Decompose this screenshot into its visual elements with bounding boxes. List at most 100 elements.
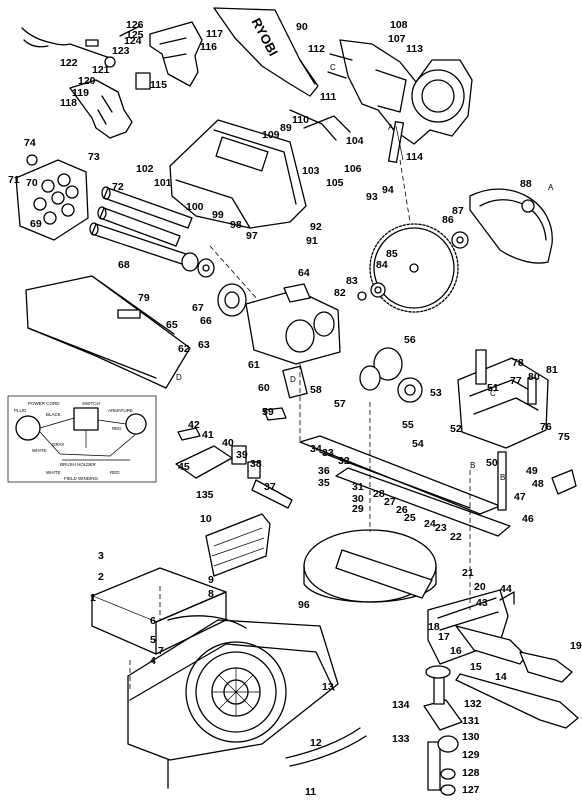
- callout-93: 93: [366, 191, 378, 203]
- callout-109: 109: [262, 129, 280, 141]
- callout-32: 32: [338, 455, 350, 467]
- callout-83: 83: [346, 275, 358, 287]
- callout-33: 33: [322, 447, 334, 459]
- callout-40: 40: [222, 437, 234, 449]
- turntable: [303, 529, 437, 603]
- callout-25: 25: [404, 512, 416, 524]
- callout-31: 31: [352, 481, 364, 493]
- miter-scale: [205, 513, 271, 577]
- callout-56: 56: [404, 334, 416, 346]
- section-letter: D: [176, 373, 182, 382]
- lower-blade-guard: [469, 188, 553, 264]
- callout-91: 91: [306, 235, 318, 247]
- callout-29: 29: [352, 503, 364, 515]
- callout-61: 61: [248, 359, 260, 371]
- lock-knob-assembly: [423, 665, 463, 796]
- callout-57: 57: [334, 398, 346, 410]
- callout-105: 105: [326, 177, 344, 189]
- callout-71: 71: [8, 174, 20, 186]
- callout-121: 121: [92, 64, 110, 76]
- callout-39: 39: [236, 449, 248, 461]
- callout-4: 4: [150, 655, 156, 667]
- saw-blade: [369, 223, 459, 313]
- callout-79: 79: [138, 292, 150, 304]
- miter-handle: [455, 625, 579, 729]
- callout-3: 3: [98, 550, 104, 562]
- callout-73: 73: [88, 151, 100, 163]
- callout-60: 60: [258, 382, 270, 394]
- slide-rods: [89, 186, 215, 278]
- callout-38: 38: [250, 458, 262, 470]
- callout-44: 44: [500, 583, 512, 595]
- callout-70: 70: [26, 177, 38, 189]
- callout-67: 67: [192, 302, 204, 314]
- callout-110: 110: [292, 114, 309, 126]
- callout-84: 84: [376, 259, 388, 271]
- handle-assembly: [21, 21, 203, 139]
- callout-115: 115: [150, 79, 167, 91]
- slide-fence-cover: [25, 275, 191, 389]
- callout-12: 12: [310, 737, 322, 749]
- wiring-label-red-2: RED: [110, 470, 120, 475]
- callout-97: 97: [246, 230, 258, 242]
- wiring-label-white-2: WHITE: [46, 470, 61, 475]
- callout-5: 5: [150, 634, 156, 646]
- right-bracket: [457, 349, 577, 511]
- wiring-label-white: WHITE: [32, 448, 47, 453]
- callout-18: 18: [428, 621, 440, 633]
- wiring-label-gray: GRAY: [52, 442, 64, 447]
- section-letter: D: [290, 375, 296, 384]
- wiring-label-power-cord: POWER CORD: [28, 401, 60, 406]
- callout-59: 59: [262, 406, 274, 418]
- callout-46: 46: [522, 513, 534, 525]
- callout-6: 6: [150, 615, 156, 627]
- callout-118: 118: [60, 97, 77, 109]
- callout-66: 66: [200, 315, 212, 327]
- callout-107: 107: [388, 33, 406, 45]
- callout-17: 17: [438, 631, 450, 643]
- callout-119: 119: [72, 87, 89, 99]
- callout-87: 87: [452, 205, 464, 217]
- callout-55: 55: [402, 419, 414, 431]
- callout-63: 63: [198, 339, 210, 351]
- wiring-diagram: POWER CORD SWITCH PLUG ARMATURE BLACK GR…: [7, 395, 157, 483]
- callout-72: 72: [112, 181, 124, 193]
- callout-108: 108: [390, 19, 408, 31]
- callout-116: 116: [200, 41, 217, 53]
- wiring-label-armature: ARMATURE: [108, 408, 133, 413]
- callout-132: 132: [464, 698, 482, 710]
- callout-48: 48: [532, 478, 544, 490]
- callout-34: 34: [310, 443, 322, 455]
- callout-58: 58: [310, 384, 322, 396]
- callout-8: 8: [208, 588, 214, 600]
- bevel-lock-lever: [175, 427, 293, 509]
- callout-104: 104: [346, 135, 364, 147]
- callout-52: 52: [450, 423, 462, 435]
- callout-124: 124: [124, 35, 142, 47]
- callout-24: 24: [424, 518, 436, 530]
- callout-13: 13: [322, 681, 334, 693]
- callout-65: 65: [166, 319, 178, 331]
- callout-23: 23: [435, 522, 447, 534]
- callout-106: 106: [344, 163, 362, 175]
- blade-washers: [357, 231, 469, 301]
- part-callouts: 1234567891011121314151617181920212223242…: [8, 19, 582, 798]
- callout-27: 27: [384, 496, 396, 508]
- callout-117: 117: [206, 28, 223, 40]
- callout-112: 112: [308, 43, 325, 55]
- callout-131: 131: [462, 715, 480, 727]
- callout-35: 35: [318, 477, 330, 489]
- callout-19: 19: [570, 640, 582, 652]
- callout-135: 135: [196, 489, 214, 501]
- callout-20: 20: [474, 581, 486, 593]
- callout-100: 100: [186, 201, 204, 213]
- callout-64: 64: [298, 267, 310, 279]
- callout-127: 127: [462, 784, 480, 796]
- wiring-label-switch: SWITCH: [82, 401, 100, 406]
- callout-41: 41: [202, 429, 214, 441]
- motor-end-cap: [15, 154, 89, 241]
- callout-130: 130: [462, 731, 480, 743]
- callout-111: 111: [320, 91, 337, 103]
